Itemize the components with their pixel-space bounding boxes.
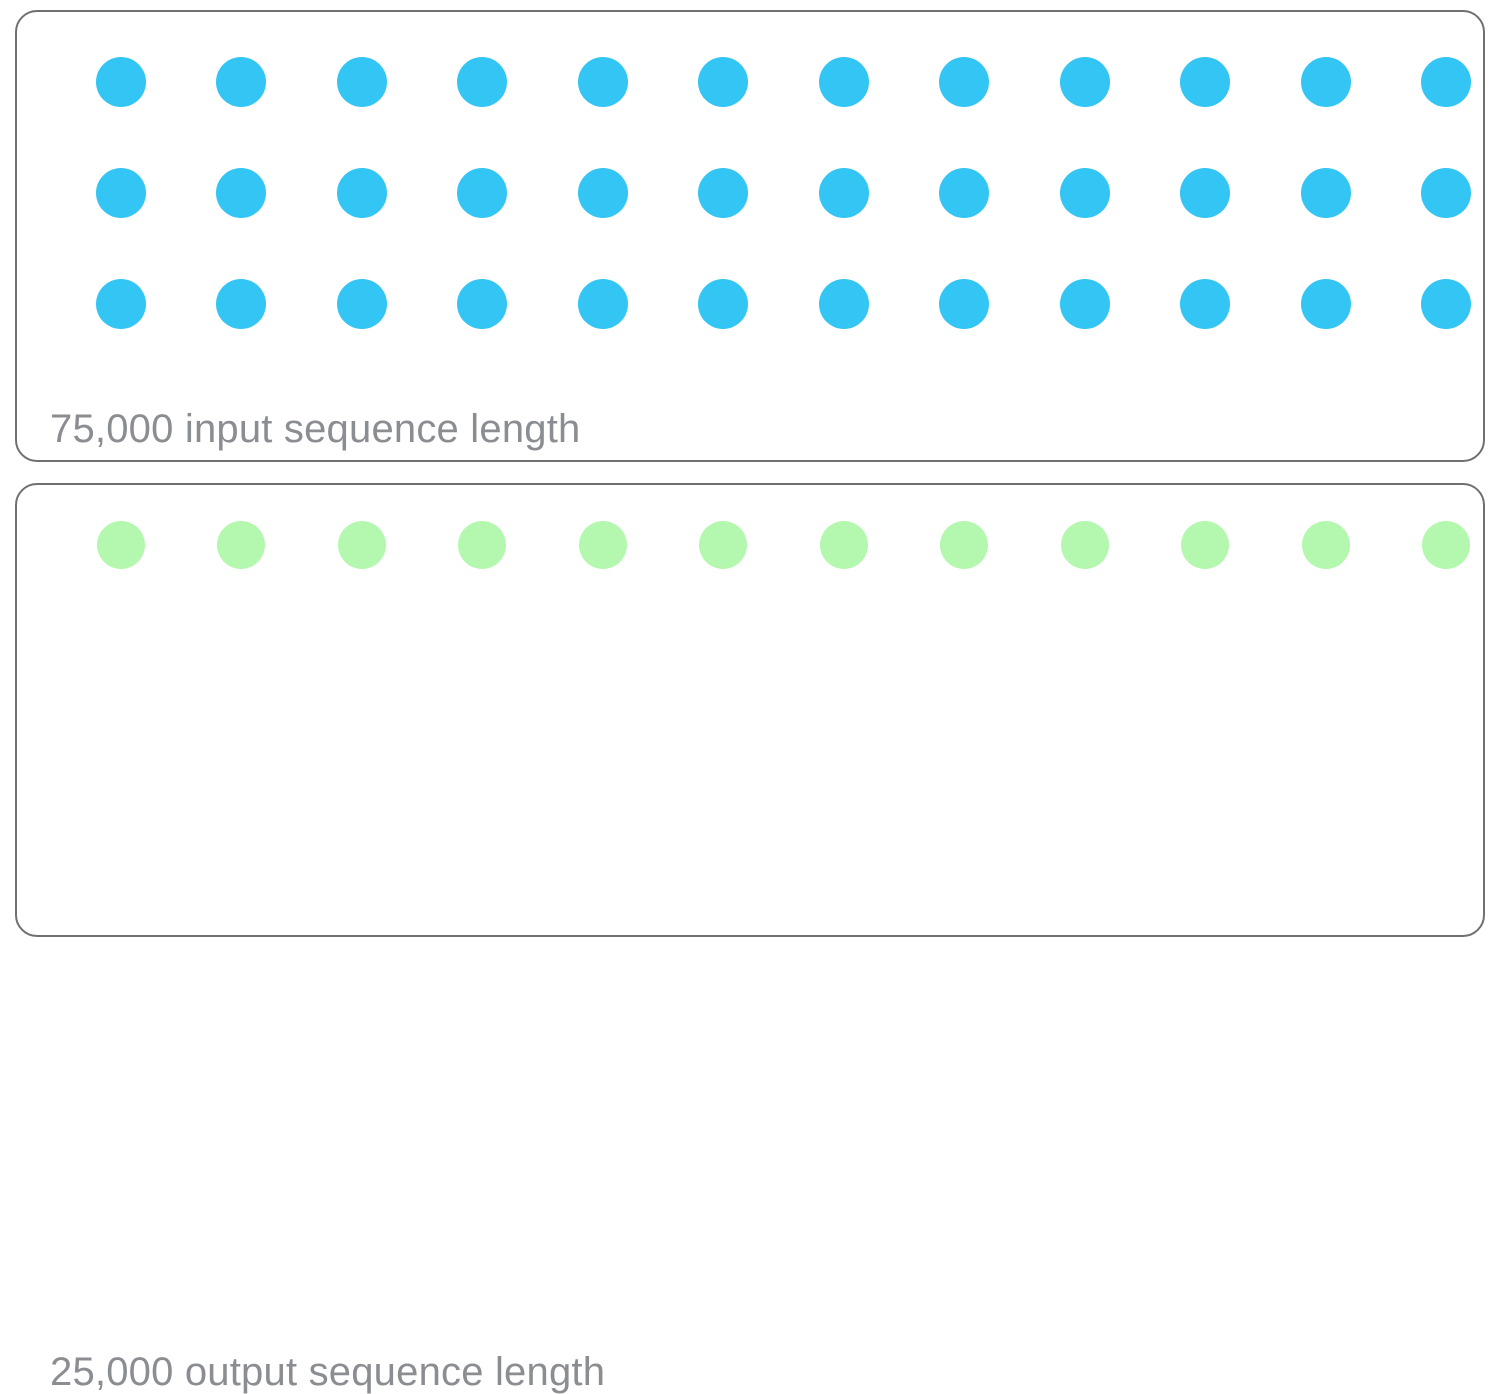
token-dot [940, 521, 988, 569]
token-dot [337, 168, 387, 218]
token-dot [698, 279, 748, 329]
token-dot [939, 168, 989, 218]
token-dot [1060, 57, 1110, 107]
token-dot [216, 168, 266, 218]
token-dot [1421, 279, 1471, 329]
token-dot [698, 168, 748, 218]
token-dot [699, 521, 747, 569]
token-dot [457, 279, 507, 329]
token-dot [97, 521, 145, 569]
token-dot [96, 168, 146, 218]
token-dot [337, 279, 387, 329]
token-dot [579, 521, 627, 569]
input-sequence-label: 75,000 input sequence length [50, 407, 581, 451]
token-dot [1061, 521, 1109, 569]
token-dot [578, 279, 628, 329]
output-sequence-label: 25,000 output sequence length [50, 1350, 606, 1394]
token-dot [458, 521, 506, 569]
token-dot [1181, 521, 1229, 569]
token-dot [939, 279, 989, 329]
token-dot [819, 168, 869, 218]
input-sequence-panel: 75,000 input sequence length [15, 10, 1485, 462]
token-dot [457, 168, 507, 218]
token-dot [216, 57, 266, 107]
token-dot [820, 521, 868, 569]
token-dot [1301, 279, 1351, 329]
token-dot [337, 57, 387, 107]
token-dot [217, 521, 265, 569]
token-dot [578, 57, 628, 107]
token-dot [96, 279, 146, 329]
token-dot [1421, 57, 1471, 107]
token-dot [457, 57, 507, 107]
output-sequence-panel: 25,000 output sequence length [15, 483, 1485, 1392]
token-dot [1301, 57, 1351, 107]
token-dot [1180, 168, 1230, 218]
token-dot [578, 168, 628, 218]
token-dot [939, 57, 989, 107]
token-dot [1421, 168, 1471, 218]
token-dot [1302, 521, 1350, 569]
token-dot [216, 279, 266, 329]
token-dot [1301, 168, 1351, 218]
token-dot [819, 57, 869, 107]
token-dot [1060, 168, 1110, 218]
token-dot [1060, 279, 1110, 329]
token-dot [96, 57, 146, 107]
token-dot [1422, 521, 1470, 569]
diagram-canvas: 75,000 input sequence length 25,000 outp… [15, 10, 1485, 1392]
token-dot [698, 57, 748, 107]
token-dot [338, 521, 386, 569]
token-dot [1180, 57, 1230, 107]
token-dot [819, 279, 869, 329]
token-dot [1180, 279, 1230, 329]
